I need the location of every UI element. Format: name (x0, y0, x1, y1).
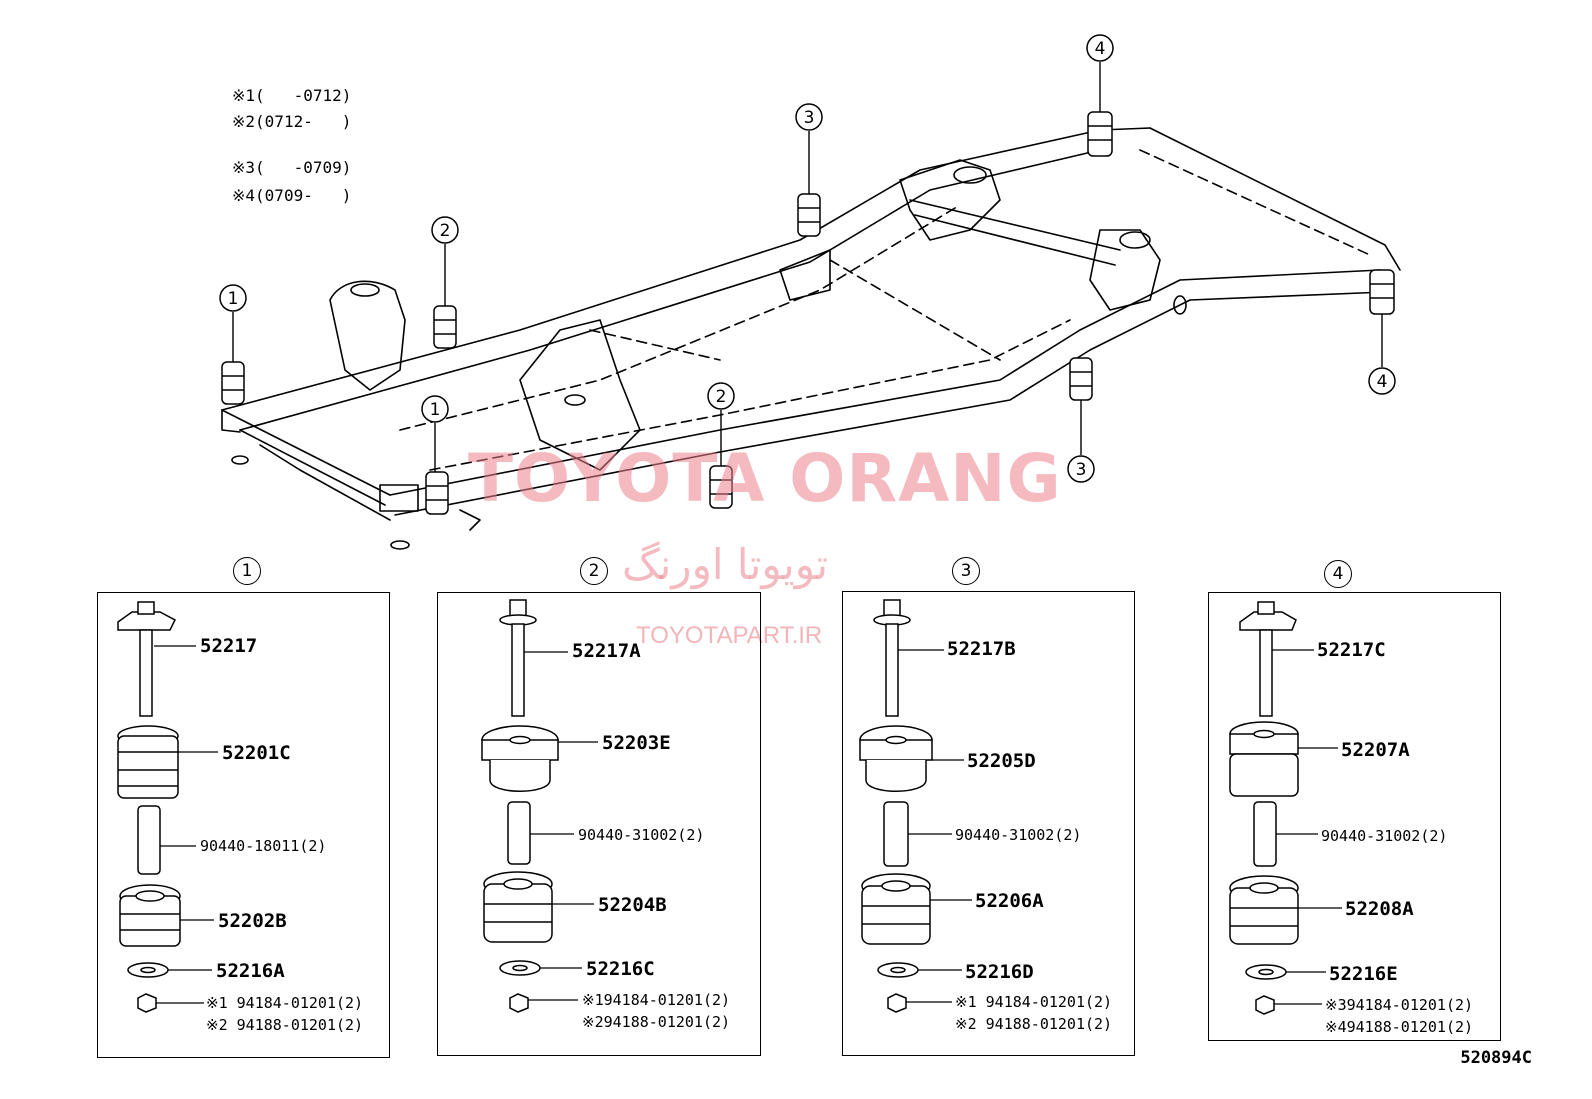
svg-text:1: 1 (228, 289, 239, 309)
part-label: ※1 94184-01201(2) (206, 994, 364, 1012)
legend-note-1: ※1( -0712) (232, 86, 352, 105)
legend-note-4: ※4(0709- ) (232, 186, 352, 205)
callout-1-left: 1 (219, 284, 247, 312)
part-label: ※1 94184-01201(2) (955, 993, 1113, 1011)
callout-3-left: 3 (795, 103, 823, 131)
callout-2-left: 2 (431, 216, 459, 244)
frame-mounts (221, 111, 1395, 515)
svg-text:3: 3 (1076, 460, 1087, 480)
legend-note-3: ※3( -0709) (232, 158, 352, 177)
part-label: 52204B (598, 894, 667, 916)
part-label: 52216C (586, 958, 655, 980)
part-label: 52206A (975, 890, 1044, 912)
panel-1-number: 1 (233, 557, 261, 585)
callout-2-right: 2 (707, 382, 735, 410)
part-label: 52216E (1329, 963, 1398, 985)
panel-4-number: 4 (1324, 560, 1352, 588)
panel-2-drawing (481, 599, 559, 1013)
frame-mount-3-right (1069, 357, 1093, 401)
frame-callouts: 1 1 2 2 3 3 4 4 (219, 34, 1396, 483)
callout-1-right: 1 (421, 395, 449, 423)
panel-2: 52217A 52203E 90440-31002(2) 52204B 5221… (437, 592, 761, 1056)
frame-mount-1-left (221, 361, 245, 405)
part-label: 52205D (967, 750, 1036, 772)
part-label: ※2 94188-01201(2) (206, 1016, 364, 1034)
part-label: ※2 94188-01201(2) (955, 1015, 1113, 1033)
svg-text:1: 1 (430, 400, 441, 420)
part-label: 52201C (222, 742, 291, 764)
part-label: 90440-31002(2) (955, 826, 1082, 844)
panel-drawings (117, 599, 1299, 1015)
diagram-code: 520894C (1460, 1048, 1532, 1068)
frame-mount-2-left (433, 305, 457, 349)
frame-mount-4-left (1087, 111, 1113, 157)
svg-text:2: 2 (440, 221, 451, 241)
part-label: 52202B (218, 910, 287, 932)
frame-mount-3-left (797, 193, 821, 237)
part-label: 52216A (216, 960, 285, 982)
callout-4-right: 4 (1368, 367, 1396, 395)
panel-3-number: 3 (952, 557, 980, 585)
svg-text:3: 3 (804, 108, 815, 128)
part-label: 52203E (602, 732, 671, 754)
panel-4-drawing (1229, 601, 1299, 1015)
panel-3: 52217B 52205D 90440-31002(2) 52206A 5221… (842, 591, 1135, 1056)
svg-text:4: 4 (1377, 372, 1388, 392)
part-label: 52217C (1317, 639, 1386, 661)
panel-1-drawing (117, 601, 181, 1013)
part-label: ※394184-01201(2) (1325, 996, 1474, 1014)
callout-4-left: 4 (1086, 34, 1114, 62)
panel-3-drawing (859, 599, 933, 1013)
svg-text:4: 4 (1095, 39, 1106, 59)
part-label: 52208A (1345, 898, 1414, 920)
part-label: 52207A (1341, 739, 1410, 761)
frame-mount-2-right (709, 465, 733, 509)
panel-leaders (154, 645, 1342, 1005)
part-label: 90440-18011(2) (200, 837, 327, 855)
panel-4: 52217C 52207A 90440-31002(2) 52208A 5221… (1208, 592, 1501, 1041)
frame-mount-1-right (425, 471, 449, 515)
chassis-frame-drawing (221, 127, 1401, 550)
part-label: ※494188-01201(2) (1325, 1018, 1474, 1036)
part-label: 52217B (947, 638, 1016, 660)
part-label: 90440-31002(2) (1321, 827, 1448, 845)
legend-note-2: ※2(0712- ) (232, 112, 352, 131)
part-label: ※194184-01201(2) (582, 991, 731, 1009)
svg-text:2: 2 (716, 387, 727, 407)
part-label: 52217A (572, 640, 641, 662)
part-label: 90440-31002(2) (578, 826, 705, 844)
callout-3-right: 3 (1067, 455, 1095, 483)
part-label: 52216D (965, 961, 1034, 983)
frame-mount-4-right (1369, 269, 1395, 315)
panel-1: 52217 52201C 90440-18011(2) 52202B 52216… (97, 592, 390, 1058)
panel-2-number: 2 (580, 557, 608, 585)
callout-leaders (232, 62, 1383, 472)
part-label: 52217 (200, 635, 258, 657)
part-label: ※294188-01201(2) (582, 1013, 731, 1031)
